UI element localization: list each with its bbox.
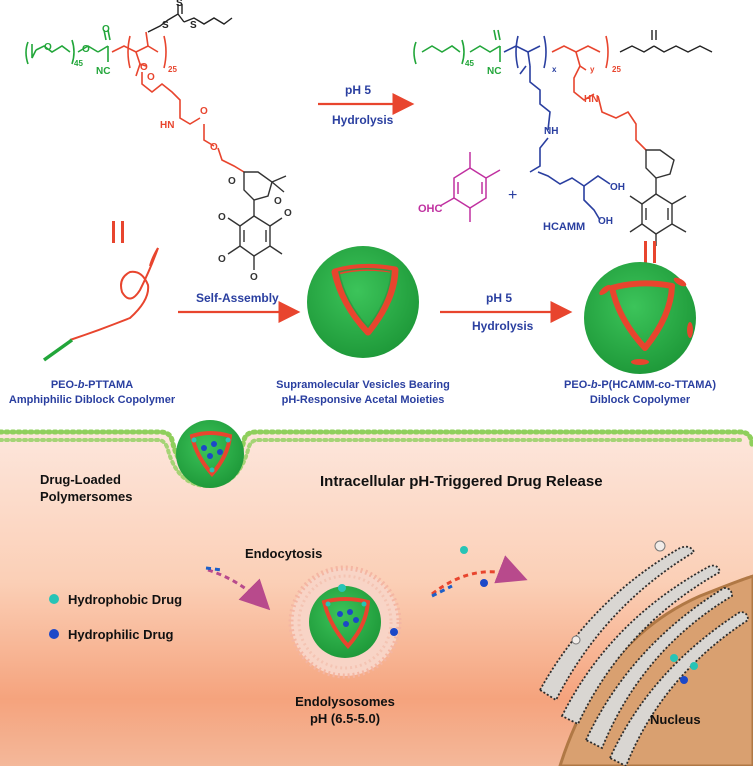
oxygen-label: O	[82, 44, 90, 55]
self-assembly-label: Self-Assembly	[196, 291, 279, 305]
caption-copolymer-line2: Amphiphilic Diblock Copolymer	[9, 394, 176, 406]
nitrile-label: NC	[487, 66, 501, 77]
endolysosome-label-line2: pH (6.5-5.0)	[310, 711, 380, 726]
endocytosis-label: Endocytosis	[245, 546, 322, 561]
sulfur-label: S	[176, 0, 183, 9]
hydrophilic-drug-icon	[49, 629, 59, 639]
release-arrow	[431, 555, 528, 596]
hydrophobic-drug-icon	[49, 594, 59, 604]
subscript-x: x	[552, 65, 557, 74]
caption-vesicles-line2: pH-Responsive Acetal Moieties	[282, 394, 445, 406]
oxygen-label: O	[140, 62, 148, 73]
caption-vesicles-line1: Supramolecular Vesicles Bearing	[276, 379, 450, 391]
subscript-45: 45	[465, 59, 474, 68]
hydroxyl-label: OH	[610, 182, 625, 193]
drug-loaded-polymersome	[176, 420, 244, 488]
endolysosome	[288, 565, 402, 679]
release-arrow-tail	[431, 584, 453, 598]
self-assembly-arrow: Self-Assembly	[178, 291, 301, 323]
oxygen-label: O	[218, 254, 226, 265]
arrow-label-hydrolysis: Hydrolysis	[472, 319, 534, 333]
oxygen-label: O	[218, 212, 226, 223]
drug-loaded-label-line1: Drug-Loaded	[40, 472, 121, 487]
subscript-45: 45	[74, 59, 83, 68]
sulfur-label: S	[190, 20, 197, 31]
release-title: Intracellular pH-Triggered Drug Release	[320, 473, 603, 490]
hydrolysis-arrow-top: pH 5 Hydrolysis	[318, 83, 415, 127]
peo-pttama-structure: O 45 O O NC O O 25 HN O O S S S	[25, 0, 292, 283]
diblock-copolymer-strand	[42, 247, 159, 362]
peo-p-hcamm-co-ttama-structure: NC 45 NC x NH OH OH HCAMM y 25 HN	[413, 29, 713, 246]
hcamm-label: HCAMM	[543, 221, 585, 233]
caption-vesicles: Supramolecular Vesicles Bearing pH-Respo…	[276, 379, 450, 406]
vesicle-hydrolyzed	[584, 262, 696, 374]
oxygen-label: O	[200, 106, 208, 117]
plus-sign: +	[508, 187, 517, 204]
nucleus-label: Nucleus	[650, 712, 701, 727]
legend-hydrophilic: Hydrophilic Drug	[68, 627, 174, 642]
oxygen-label: O	[210, 142, 218, 153]
hydroxyl-label: OH	[598, 216, 613, 227]
drug-loaded-label-line2: Polymersomes	[40, 489, 133, 504]
arrow-label-ph5: pH 5	[345, 83, 371, 97]
caption-copolymer: PEO-b-PTTAMA Amphiphilic Diblock Copolym…	[9, 379, 176, 406]
oxygen-label: O	[228, 176, 236, 187]
endolysosome-label-line1: Endolysosomes	[295, 694, 395, 709]
equivalence-mark-left	[112, 221, 124, 243]
aldehyde-label: OHC	[418, 203, 443, 215]
amine-label: HN	[160, 120, 174, 131]
oxygen-label: O	[284, 208, 292, 219]
subscript-y: y	[590, 65, 595, 74]
nitrile-label: NC	[96, 66, 110, 77]
arrow-label-hydrolysis: Hydrolysis	[332, 113, 394, 127]
amine-label: HN	[584, 94, 598, 105]
released-hydrophobic-drug	[460, 546, 468, 554]
equivalence-mark-right	[644, 241, 656, 263]
hydrolysis-arrow-middle: pH 5 Hydrolysis	[440, 291, 573, 333]
oxygen-label: O	[102, 24, 110, 35]
caption-hydrolyzed-line1: PEO-b-P(HCAMM-co-TTAMA)	[564, 379, 716, 391]
endocytosis-arrow-tail	[205, 566, 223, 572]
legend-hydrophobic: Hydrophobic Drug	[68, 592, 182, 607]
subscript-25: 25	[612, 65, 621, 74]
released-hydrophilic-drug	[480, 579, 488, 587]
oxygen-label: O	[250, 272, 258, 283]
amine-label: NH	[544, 126, 558, 137]
caption-copolymer-line1: PEO-b-PTTAMA	[51, 379, 133, 391]
arrow-label-ph5: pH 5	[486, 291, 512, 305]
oxygen-label: O	[274, 196, 282, 207]
caption-hydrolyzed: PEO-b-P(HCAMM-co-TTAMA) Diblock Copolyme…	[564, 379, 716, 406]
caption-hydrolyzed-line2: Diblock Copolymer	[590, 394, 691, 406]
oxygen-label: O	[147, 72, 155, 83]
vesicle-intact	[307, 246, 419, 358]
nucleus-organelle	[538, 540, 753, 766]
oxygen-label: O	[44, 42, 52, 53]
sulfur-label: S	[162, 20, 169, 31]
drug-legend: Hydrophobic Drug Hydrophilic Drug	[49, 592, 182, 642]
subscript-25: 25	[168, 65, 177, 74]
